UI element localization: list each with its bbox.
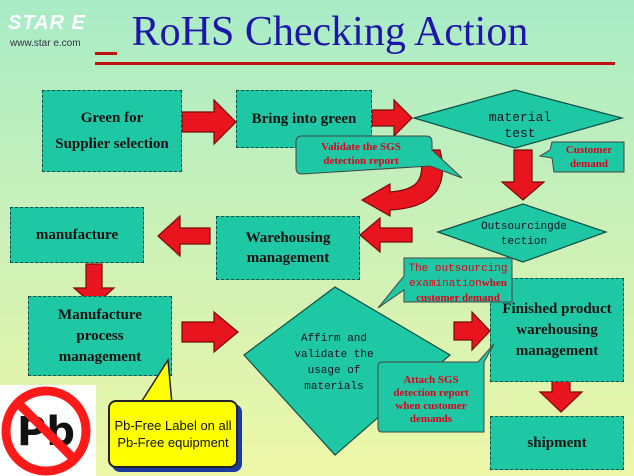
callout-customer-bubble xyxy=(538,141,625,173)
arrow-bring-to-material xyxy=(371,98,413,138)
node-affirm: Affirm and validate the usage of materia… xyxy=(294,333,374,393)
title-underline xyxy=(95,62,615,65)
arrow-warehousing-to-manufacture xyxy=(157,214,211,258)
node-manufacture: manufacture xyxy=(10,207,144,263)
arrow-material-to-outsourcing xyxy=(500,149,546,201)
arrow-process-to-affirm xyxy=(181,310,239,354)
node-outsourcing: Outsourcingde tection xyxy=(481,221,567,248)
callout-sgs-bubble xyxy=(377,343,495,433)
callout-customer-demand: Customer demand xyxy=(565,144,613,170)
diamond-affirm xyxy=(243,286,452,456)
node-finished: Finished product warehousing management xyxy=(490,278,624,382)
no-lead-icon: Pb xyxy=(0,385,96,476)
node-manufacture-process: Manufacture process management xyxy=(28,296,172,376)
callout-pbfree-label: Pb-Free Label on all Pb-Free equipment xyxy=(108,400,238,468)
callout-outsourcing-exam: The outsourcing examinationwhen customer… xyxy=(406,262,510,306)
node-material-test: material test xyxy=(488,110,552,141)
arrow-outsourcing-to-warehousing xyxy=(359,216,413,254)
callout-attach-sgs: Attach SGS detection report when custome… xyxy=(393,374,469,425)
logo-underline xyxy=(95,52,117,55)
arrow-supplier-to-bring xyxy=(181,98,237,146)
node-shipment: shipment xyxy=(490,416,624,470)
callout-pbfree-pointer xyxy=(138,357,173,405)
diamond-outsourcing xyxy=(436,203,608,263)
brand-logo: STAR E xyxy=(8,12,86,34)
callout-validate-bubble xyxy=(295,135,463,179)
brand-url: www.star e.com xyxy=(10,38,81,49)
diamond-material-test xyxy=(411,89,625,149)
node-green-supplier: Green for Supplier selection xyxy=(42,90,182,172)
page-title: RoHS Checking Action xyxy=(131,9,529,55)
callout-outsourcing-exam-part1: The outsourcing examination xyxy=(408,263,508,290)
callout-outsourcing-bubble xyxy=(377,257,513,309)
callout-validate-sgs: Validate the SGS detection report xyxy=(321,141,401,167)
callout-outsourcing-exam-part2: when customer demand xyxy=(416,277,507,304)
node-warehousing: Warehousing management xyxy=(216,216,360,280)
arrow-affirm-to-finished xyxy=(453,310,491,352)
